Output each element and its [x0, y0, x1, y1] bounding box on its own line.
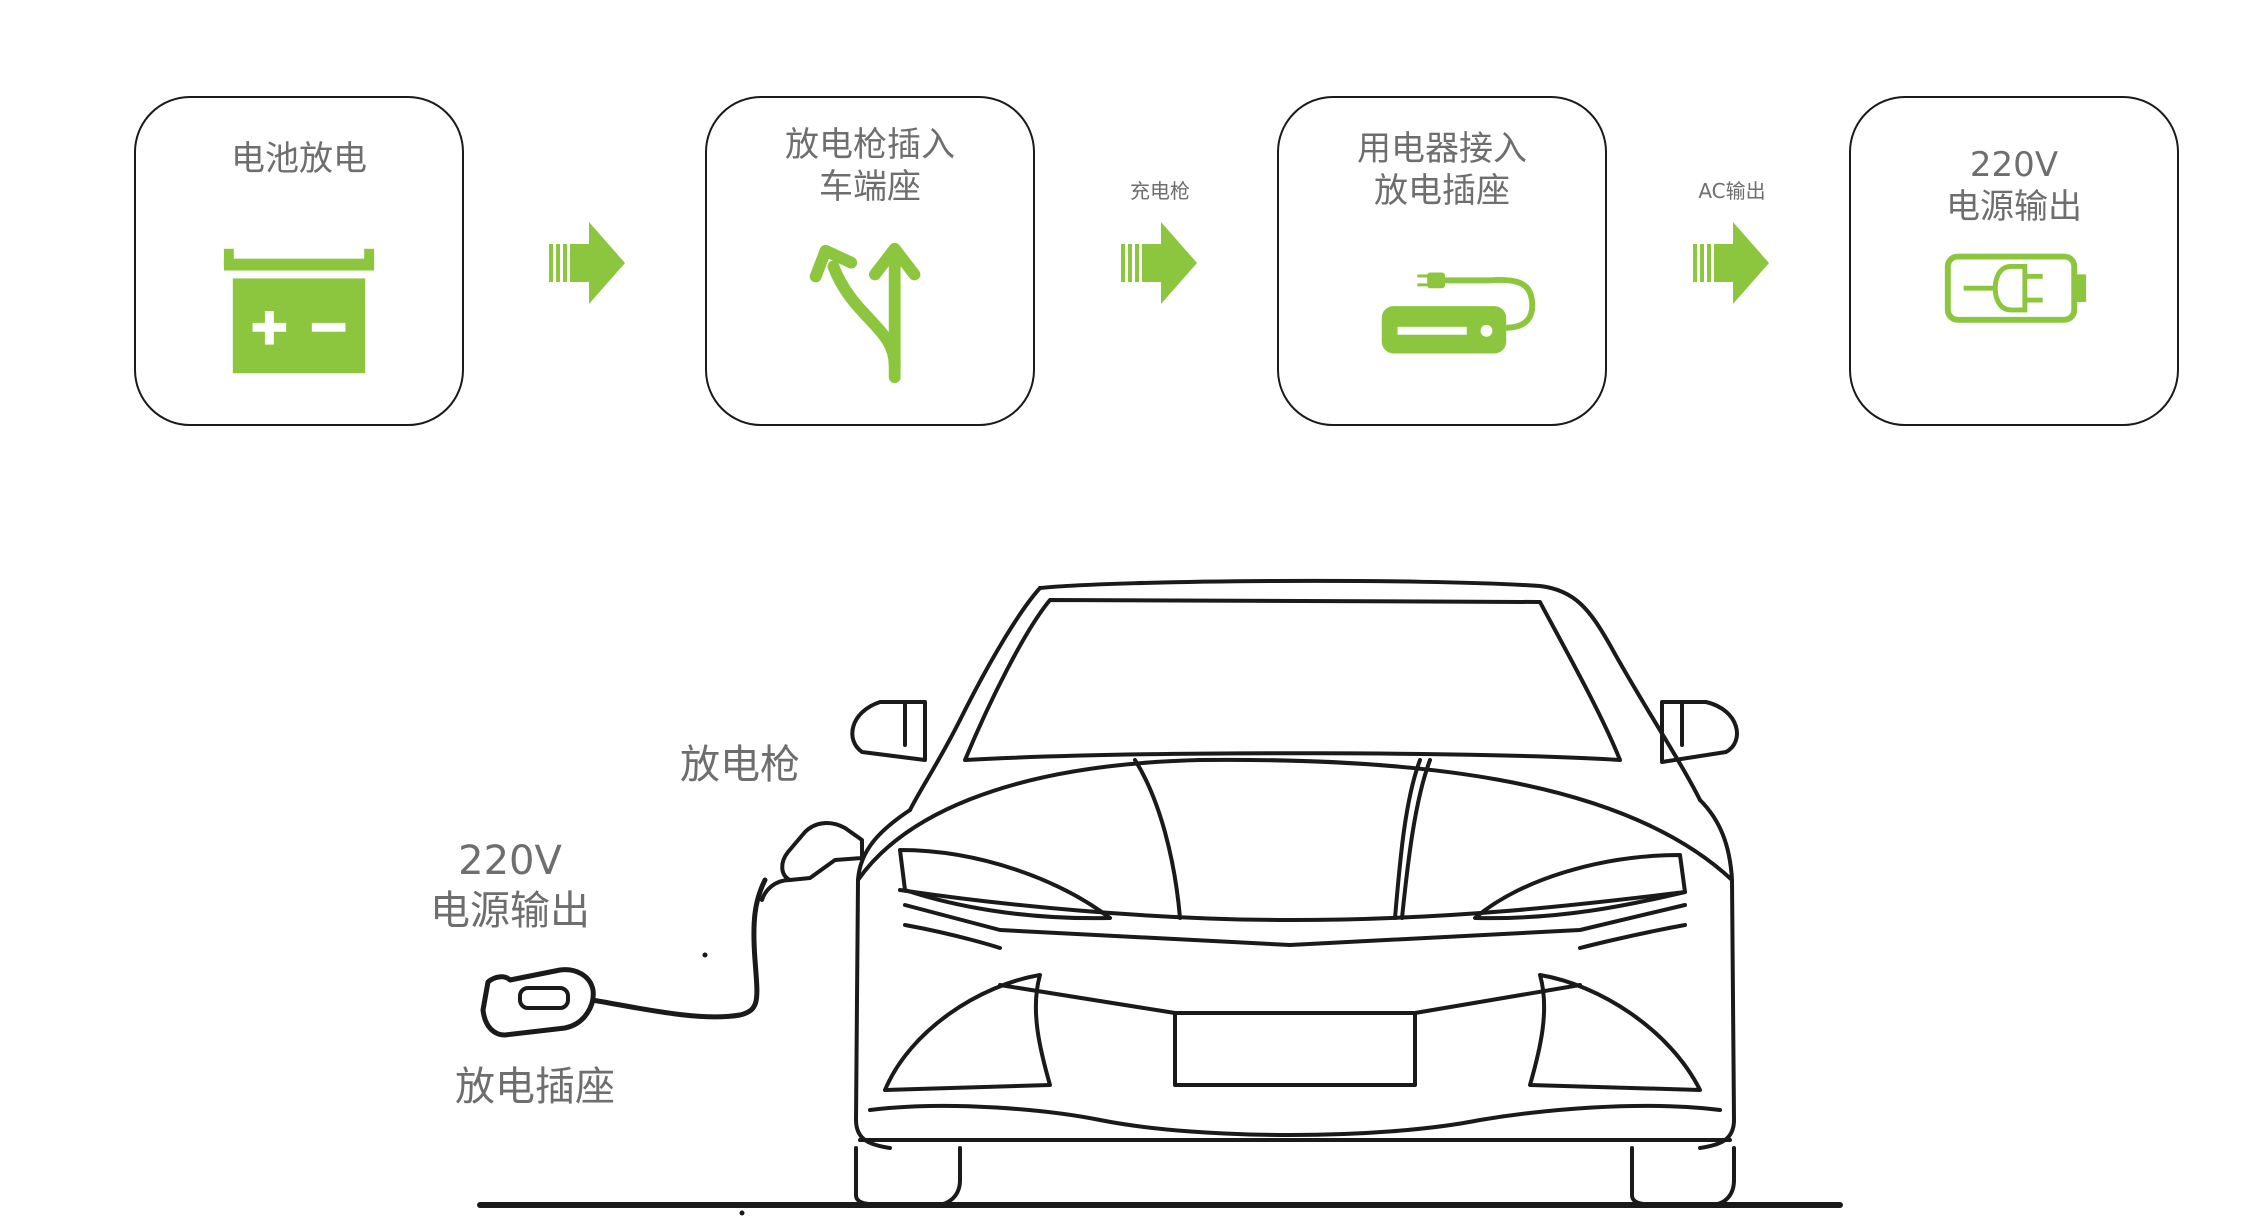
flow-arrow-icon: [1693, 222, 1769, 304]
left-mirror: [850, 700, 927, 762]
left-intake: [883, 973, 1052, 1092]
step-title-line: 放电插座: [1374, 171, 1510, 211]
step-title-line: 电池放电: [231, 139, 367, 179]
connector-label: 充电枪: [1130, 179, 1190, 203]
right-headlight: [1473, 853, 1687, 921]
power-strip-icon: [1381, 272, 1536, 354]
output-label: 220V 电源输出: [420, 836, 600, 936]
connector-label: AC输出: [1698, 179, 1766, 203]
step-card-battery-discharge: 电池放电: [134, 96, 464, 426]
car-windshield: [963, 598, 1622, 762]
step-card-220v-output: 220V 电源输出: [1849, 96, 2179, 426]
step-title: 放电枪插入 车端座: [707, 124, 1033, 208]
right-wheel: [1630, 1146, 1736, 1207]
flow-arrow-icon: [1121, 222, 1197, 304]
discharge-socket: [480, 967, 596, 1038]
split-arrows-icon: [809, 242, 921, 384]
discharge-cable: [589, 877, 768, 1020]
step-title-line: 车端座: [819, 167, 921, 207]
right-intake: [1528, 973, 1702, 1092]
left-wheel: [854, 1146, 962, 1207]
step-card-appliance-connect: 用电器接入 放电插座: [1277, 96, 1607, 426]
flow-arrow-icon: [549, 222, 625, 304]
step-title-line: 用电器接入: [1357, 129, 1527, 169]
output-voltage: 220V: [458, 838, 562, 884]
license-plate: [1173, 1011, 1417, 1087]
left-headlight: [898, 848, 1112, 921]
step-card-gun-insert: 放电枪插入 车端座: [705, 96, 1035, 426]
discharge-socket-label: 放电插座: [455, 1064, 615, 1110]
step-title-line: 电源输出: [1946, 187, 2082, 227]
discharge-gun-label: 放电枪: [680, 742, 800, 788]
right-mirror: [1660, 700, 1739, 764]
step-title: 电池放电: [136, 138, 462, 180]
output-text: 电源输出: [430, 888, 590, 934]
step-title-line: 220V: [1969, 145, 2059, 185]
discharge-gun: [780, 821, 864, 882]
step-title-line: 放电枪插入: [785, 125, 955, 165]
step-title: 220V 电源输出: [1851, 144, 2177, 228]
step-title: 用电器接入 放电插座: [1279, 128, 1605, 212]
plug-battery-icon: [1944, 253, 2087, 323]
car-roof: [1038, 578, 1702, 802]
battery-icon: [223, 248, 375, 374]
